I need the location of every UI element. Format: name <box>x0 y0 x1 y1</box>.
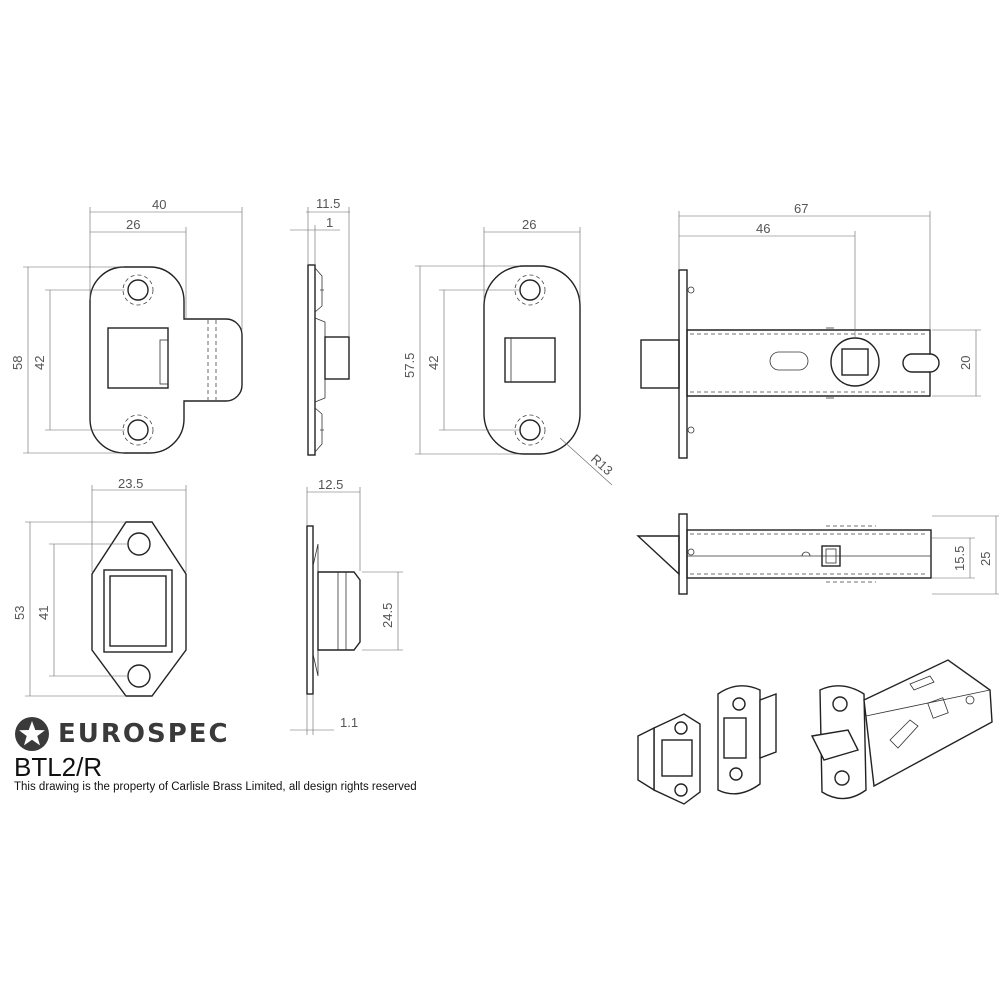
copyright-notice: This drawing is the property of Carlisle… <box>14 781 417 793</box>
dim-face-radius: R13 <box>588 451 616 478</box>
dim-side-plate: 1 <box>326 215 333 230</box>
dim-backset: 46 <box>756 221 770 236</box>
forend-front-dimensions: 40 26 58 42 <box>10 197 243 454</box>
faceplate-front-view <box>483 265 581 455</box>
forend-side-dimensions: 11.5 1 <box>290 196 350 336</box>
dim-face-height: 57.5 <box>402 353 417 378</box>
brand-logo: EUROSPEC <box>14 716 230 752</box>
strike-side-view <box>306 525 361 695</box>
dim-fp-width: 40 <box>152 197 166 212</box>
dim-strike-height: 53 <box>12 606 27 620</box>
dim-face-hole-spacing: 42 <box>426 356 441 370</box>
dim-side-depth: 11.5 <box>316 196 340 211</box>
dim-fp-height: 58 <box>10 356 25 370</box>
brand-name: EUROSPEC <box>58 719 230 749</box>
forend-front-view <box>89 266 243 454</box>
latch-body-side-dimensions: 15.5 25 <box>932 515 999 595</box>
dim-body-length: 67 <box>794 201 808 216</box>
dim-bolt-height: 15.5 <box>952 546 967 571</box>
dim-box-depth: 12.5 <box>318 477 343 492</box>
dim-body-width: 25 <box>978 552 993 566</box>
dim-fp-hole-spacing-h: 26 <box>126 217 140 232</box>
dim-face-width: 26 <box>522 217 536 232</box>
latch-body-top-dimensions: 67 46 20 <box>678 201 981 397</box>
latch-body-side-view <box>636 513 932 595</box>
faceplate-dimensions: 26 57.5 42 R13 <box>402 217 616 486</box>
dim-body-height: 20 <box>958 356 973 370</box>
star-in-circle-icon <box>15 717 49 751</box>
model-code: BTL2/R <box>14 752 103 782</box>
dim-strike-hole-spacing: 41 <box>36 606 51 620</box>
isometric-assembly <box>637 659 993 805</box>
dim-strike-plate: 1.1 <box>340 715 358 730</box>
forend-side-view <box>307 264 350 456</box>
strike-side-dimensions: 12.5 24.5 1.1 <box>290 477 403 735</box>
strike-front-dimensions: 23.5 53 41 <box>12 476 187 697</box>
dim-fp-hole-spacing-v: 42 <box>32 356 47 370</box>
latch-body-top-view <box>640 269 940 459</box>
strike-front-view <box>91 521 187 697</box>
dim-box-height: 24.5 <box>380 603 395 628</box>
dim-strike-width: 23.5 <box>118 476 143 491</box>
